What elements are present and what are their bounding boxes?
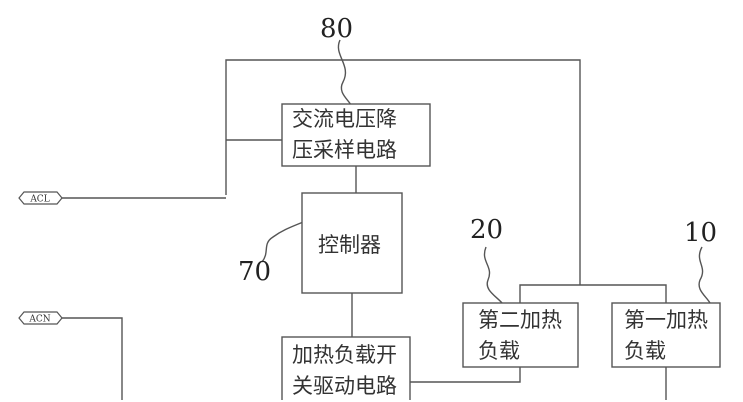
heater2-label-line1: 第二加热 (478, 308, 562, 332)
switch-driver-label: 加热负载开 关驱动电路 (292, 340, 397, 402)
heater2-label: 第二加热 负载 (478, 305, 562, 367)
driver-heater2-wire (410, 367, 521, 383)
switch-driver-label-line2: 关驱动电路 (292, 374, 397, 398)
switch-driver-box (281, 336, 411, 400)
callout-70 (261, 219, 309, 263)
top-wire (225, 59, 581, 285)
ref-80: 80 (320, 14, 354, 44)
sampling-box (281, 103, 431, 167)
ref-70: 70 (238, 257, 272, 287)
callout-20 (483, 246, 503, 304)
switch-driver-label-line1: 加热负载开 (292, 343, 397, 367)
acn-terminal-label: ACN (28, 315, 50, 325)
heater2-label-line2: 负载 (478, 339, 520, 363)
heater-bus-wire (519, 284, 667, 303)
callout-10 (698, 246, 711, 304)
acl-terminal (18, 191, 63, 205)
callout-80 (337, 39, 353, 111)
ref-10: 10 (684, 218, 718, 248)
heater2-box (462, 302, 579, 368)
heater1-box (611, 302, 721, 368)
heater1-label-line2: 负载 (624, 339, 666, 363)
sampling-label-line1: 交流电压降 (292, 107, 397, 131)
heater1-label-line1: 第一加热 (624, 308, 708, 332)
ref-20: 20 (470, 215, 504, 245)
heater1-label: 第一加热 负载 (624, 305, 708, 367)
acl-terminal-label: ACL (29, 195, 49, 205)
acn-terminal (18, 311, 63, 325)
acn-wire (62, 317, 123, 400)
sampling-label-line2: 压采样电路 (292, 138, 397, 162)
controller-label: 控制器 (318, 233, 381, 257)
controller-box (301, 192, 403, 294)
sampling-label: 交流电压降 压采样电路 (292, 104, 397, 166)
